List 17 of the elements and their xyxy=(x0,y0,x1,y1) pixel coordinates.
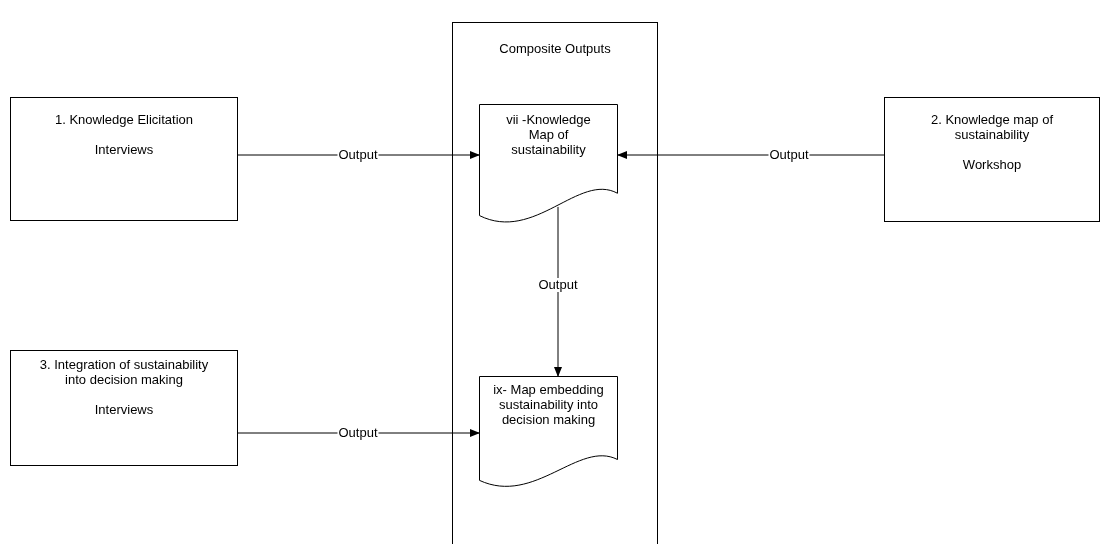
method-label: Interviews xyxy=(94,142,154,157)
node-title: 2. Knowledge map of sustainability xyxy=(929,112,1055,142)
node-title: 3. Integration of sustainability into decision making xyxy=(38,357,210,387)
method-label: Workshop xyxy=(962,157,1022,172)
node-title: ix- Map embedding sustainability into decision making xyxy=(492,382,605,427)
process-box xyxy=(10,97,238,221)
panel-title: Composite Outputs xyxy=(498,41,612,56)
arrow xyxy=(554,206,562,377)
edge-label: Output xyxy=(768,148,810,162)
node-title: vii -Knowledge Map of sustainability xyxy=(505,112,592,157)
edge-label: Output xyxy=(337,148,379,162)
container-panel xyxy=(452,22,658,544)
process-box xyxy=(884,97,1100,222)
node-title: 1. Knowledge Elicitation xyxy=(55,112,193,127)
method-label: Interviews xyxy=(94,402,154,417)
process-box xyxy=(10,350,238,466)
edge-label: Output xyxy=(337,426,379,440)
